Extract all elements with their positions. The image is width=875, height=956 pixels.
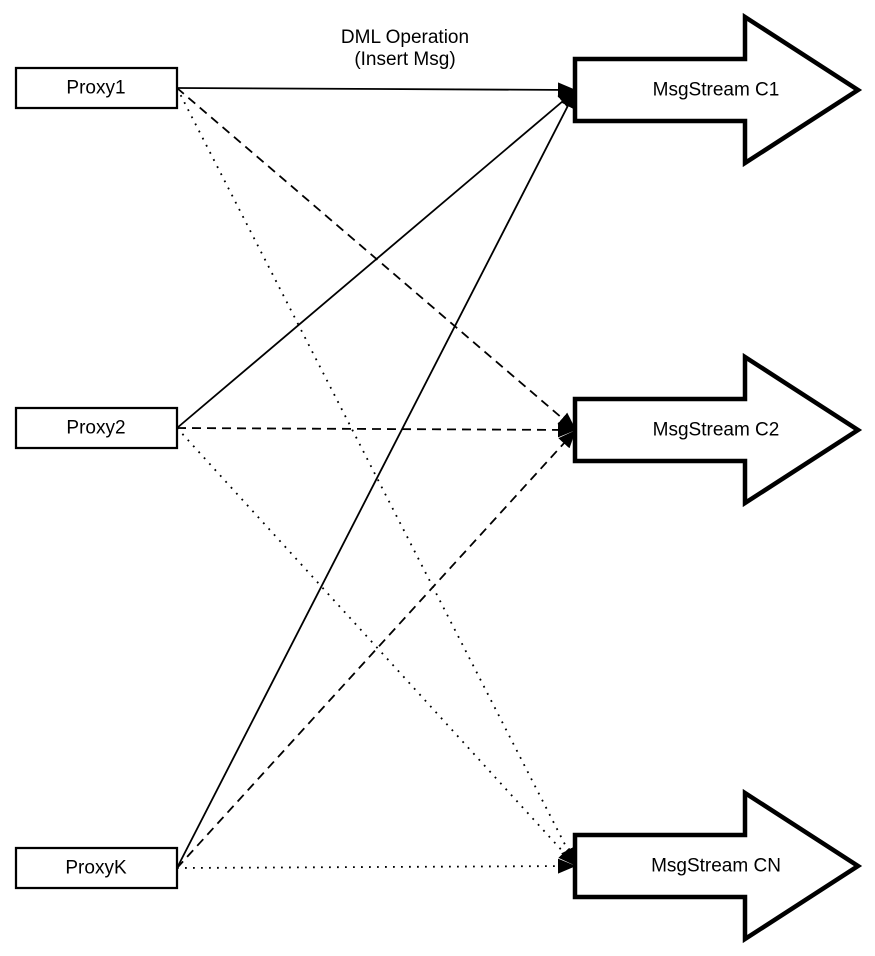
stream-cn-arrow-shape <box>572 788 863 944</box>
top-annotation-line1: DML Operation <box>341 27 469 48</box>
stream-c2-arrow-shape <box>572 352 863 508</box>
stream-cn-label: MsgStream CN <box>651 856 781 877</box>
stream-c2-label: MsgStream C2 <box>653 420 780 441</box>
connection-proxy1-cn-dotted <box>176 87 577 867</box>
connection-proxy1-c1-solid <box>176 82 577 98</box>
proxyk-label: ProxyK <box>65 858 127 879</box>
connection-proxy2-cn-dotted <box>176 427 577 867</box>
top-annotation: DML Operation (Insert Msg) <box>341 27 469 70</box>
proxy2-label: Proxy2 <box>66 418 125 439</box>
proxy2-node: Proxy2 <box>14 406 179 450</box>
proxyk-node: ProxyK <box>14 846 179 890</box>
connection-proxy2-c1-solid <box>176 89 577 429</box>
stream-c2: MsgStream C2 <box>572 352 863 508</box>
proxy1-node: Proxy1 <box>14 66 179 110</box>
connections-layer <box>176 82 577 874</box>
proxy1-box <box>14 66 179 110</box>
proxy1-label: Proxy1 <box>66 78 125 99</box>
stream-c1-label: MsgStream C1 <box>653 80 780 101</box>
connection-proxyk-c2-dashed <box>176 429 577 869</box>
stream-cn: MsgStream CN <box>572 788 863 944</box>
top-annotation-line2: (Insert Msg) <box>354 49 455 70</box>
connection-proxyk-cn-dotted <box>176 858 577 874</box>
stream-c1-arrow-shape <box>572 12 863 168</box>
connection-proxyk-c1-solid <box>176 89 577 869</box>
connection-proxy2-c2-dashed <box>176 422 577 438</box>
stream-c1: MsgStream C1 <box>572 12 863 168</box>
